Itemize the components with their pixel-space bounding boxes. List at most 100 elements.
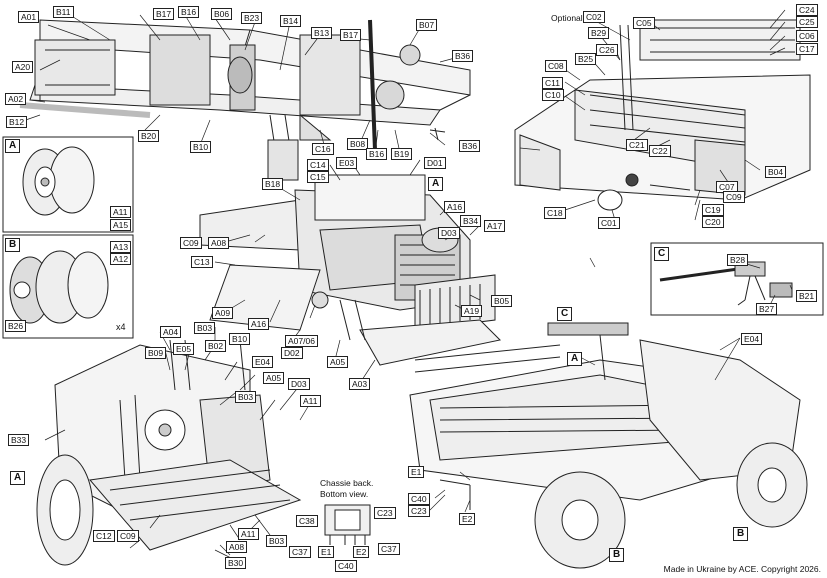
part-label: C22 xyxy=(649,145,671,157)
part-label: B03 xyxy=(266,535,288,547)
chassis-back-drawing xyxy=(324,504,371,545)
optional-note: Optional xyxy=(551,13,583,23)
part-label: B10 xyxy=(229,333,251,345)
part-label: E1 xyxy=(408,466,425,478)
interior-drawing xyxy=(36,339,302,566)
part-label: C38 xyxy=(296,515,318,527)
part-label: C20 xyxy=(702,216,724,228)
part-label: B33 xyxy=(8,434,30,446)
callout-b: B xyxy=(5,238,21,252)
part-label: B06 xyxy=(211,8,233,20)
part-label: A04 xyxy=(160,326,182,338)
part-label: B11 xyxy=(53,6,74,18)
machine-gun-box xyxy=(650,242,824,316)
part-label: C09 xyxy=(117,530,139,542)
part-label: B20 xyxy=(138,130,160,142)
part-label: C24 xyxy=(796,4,818,16)
part-label: C09 xyxy=(180,237,202,249)
wheel-a-box xyxy=(2,136,134,233)
part-label: B09 xyxy=(145,347,167,359)
part-label: A20 xyxy=(12,61,34,73)
part-label: A16 xyxy=(248,318,270,330)
part-label: E03 xyxy=(336,157,358,169)
part-label: B03 xyxy=(194,322,216,334)
part-label: B16 xyxy=(366,148,388,160)
part-label: A13 xyxy=(110,241,132,253)
callout-a-vehicle: A xyxy=(567,352,583,366)
callout-c: C xyxy=(654,247,670,261)
part-label: C11 xyxy=(542,77,563,89)
part-label: C10 xyxy=(542,89,564,101)
part-label: B26 xyxy=(5,320,27,332)
part-label: A17 xyxy=(484,220,506,232)
part-label: A12 xyxy=(110,253,132,265)
part-label: C37 xyxy=(289,546,311,558)
chassis-back-subtitle: Bottom view. xyxy=(320,489,369,499)
callout-a-front: A xyxy=(428,177,444,191)
part-label: B03 xyxy=(235,391,257,403)
part-label: B08 xyxy=(347,138,369,150)
chassis-frame-drawing xyxy=(19,19,471,181)
part-label: E04 xyxy=(741,333,763,345)
part-label: C12 xyxy=(93,530,115,542)
part-label: C06 xyxy=(796,30,818,42)
part-label: B14 xyxy=(280,15,302,27)
part-label: A15 xyxy=(110,219,132,231)
part-label: B10 xyxy=(190,141,212,153)
part-label: C01 xyxy=(598,217,620,229)
part-label: A16 xyxy=(444,201,466,213)
part-label: B25 xyxy=(575,53,597,65)
part-label: C02 xyxy=(583,11,605,23)
part-label: E2 xyxy=(353,546,370,558)
part-label: A07/06 xyxy=(285,335,318,347)
part-label: A02 xyxy=(5,93,27,105)
part-label: D02 xyxy=(281,347,303,359)
part-label: A05 xyxy=(263,372,285,384)
part-label: E04 xyxy=(252,356,274,368)
part-label: C09 xyxy=(723,191,745,203)
part-label: C05 xyxy=(633,17,655,29)
part-label: C14 xyxy=(307,159,329,171)
part-label: B19 xyxy=(391,148,413,160)
callout-a: A xyxy=(5,139,21,153)
part-label: A11 xyxy=(110,206,131,218)
part-label: B07 xyxy=(416,19,438,31)
part-label: B21 xyxy=(796,290,818,302)
part-label: B16 xyxy=(178,6,200,18)
part-label: C08 xyxy=(545,60,567,72)
part-label: C23 xyxy=(408,505,430,517)
part-label: B05 xyxy=(491,295,513,307)
part-label: A11 xyxy=(300,395,321,407)
chassis-back-title: Chassie back. xyxy=(320,478,374,488)
part-label: B30 xyxy=(225,557,247,569)
part-label: C40 xyxy=(335,560,357,572)
part-label: A05 xyxy=(327,356,349,368)
part-label: C15 xyxy=(307,171,329,183)
part-label: C17 xyxy=(796,43,818,55)
part-label: A03 xyxy=(349,378,371,390)
part-label: B02 xyxy=(205,340,227,352)
copyright: Made in Ukraine by ACE. Copyright 2026. xyxy=(663,564,821,574)
multiplier-note: x4 xyxy=(116,322,126,332)
part-label: C40 xyxy=(408,493,430,505)
part-label: E2 xyxy=(459,513,476,525)
part-label: E1 xyxy=(318,546,335,558)
part-label: A19 xyxy=(461,305,483,317)
callout-b-vehicle: B xyxy=(609,548,625,562)
part-label: C26 xyxy=(596,44,618,56)
part-label: B18 xyxy=(262,178,284,190)
part-label: C19 xyxy=(702,204,724,216)
callout-a-interior: A xyxy=(10,471,26,485)
part-label: A08 xyxy=(226,541,248,553)
part-label: C13 xyxy=(191,256,213,268)
part-label: B13 xyxy=(311,27,333,39)
part-label: A09 xyxy=(212,307,234,319)
part-label: B23 xyxy=(241,12,263,24)
callout-c-vehicle: C xyxy=(557,307,573,321)
part-label: B28 xyxy=(727,254,749,266)
part-label: B36 xyxy=(452,50,474,62)
part-label: C21 xyxy=(626,139,648,151)
part-label: B17 xyxy=(340,29,362,41)
wheel-b-box xyxy=(2,234,134,339)
